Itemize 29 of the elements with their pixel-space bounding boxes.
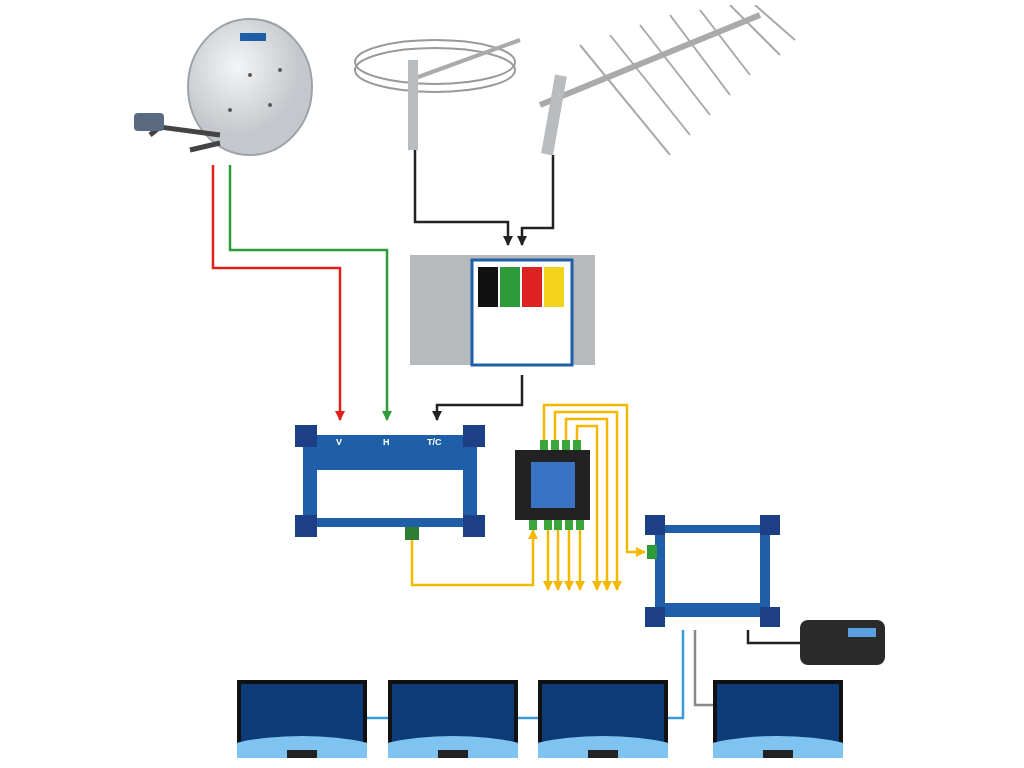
arrow (543, 530, 553, 591)
tv-drawing (713, 680, 843, 758)
arrow (517, 155, 555, 246)
arrow (211, 165, 345, 421)
tv-drawing (538, 680, 668, 758)
cable-line (518, 716, 538, 720)
cable-line (367, 716, 388, 720)
port-label: V (336, 437, 342, 447)
arrow (564, 530, 574, 591)
arrow (410, 529, 538, 587)
arrow (564, 417, 612, 591)
radio-drawing (800, 620, 885, 665)
arrow (575, 424, 602, 591)
tv-drawing (388, 680, 518, 758)
arrow (575, 530, 585, 591)
cable-line (746, 630, 800, 645)
port-label: H (383, 437, 390, 447)
optical-converter-drawing (645, 515, 780, 630)
optical-splitter-drawing (515, 440, 590, 530)
arrow (553, 530, 563, 591)
arrow (542, 403, 646, 557)
arrow (553, 410, 622, 591)
arrow (228, 165, 392, 421)
arrow (413, 150, 513, 246)
tv-drawing (237, 680, 367, 758)
cable-line (693, 630, 713, 707)
arrow (432, 375, 524, 421)
cable-line (668, 630, 685, 720)
port-label: T/C (427, 437, 442, 447)
